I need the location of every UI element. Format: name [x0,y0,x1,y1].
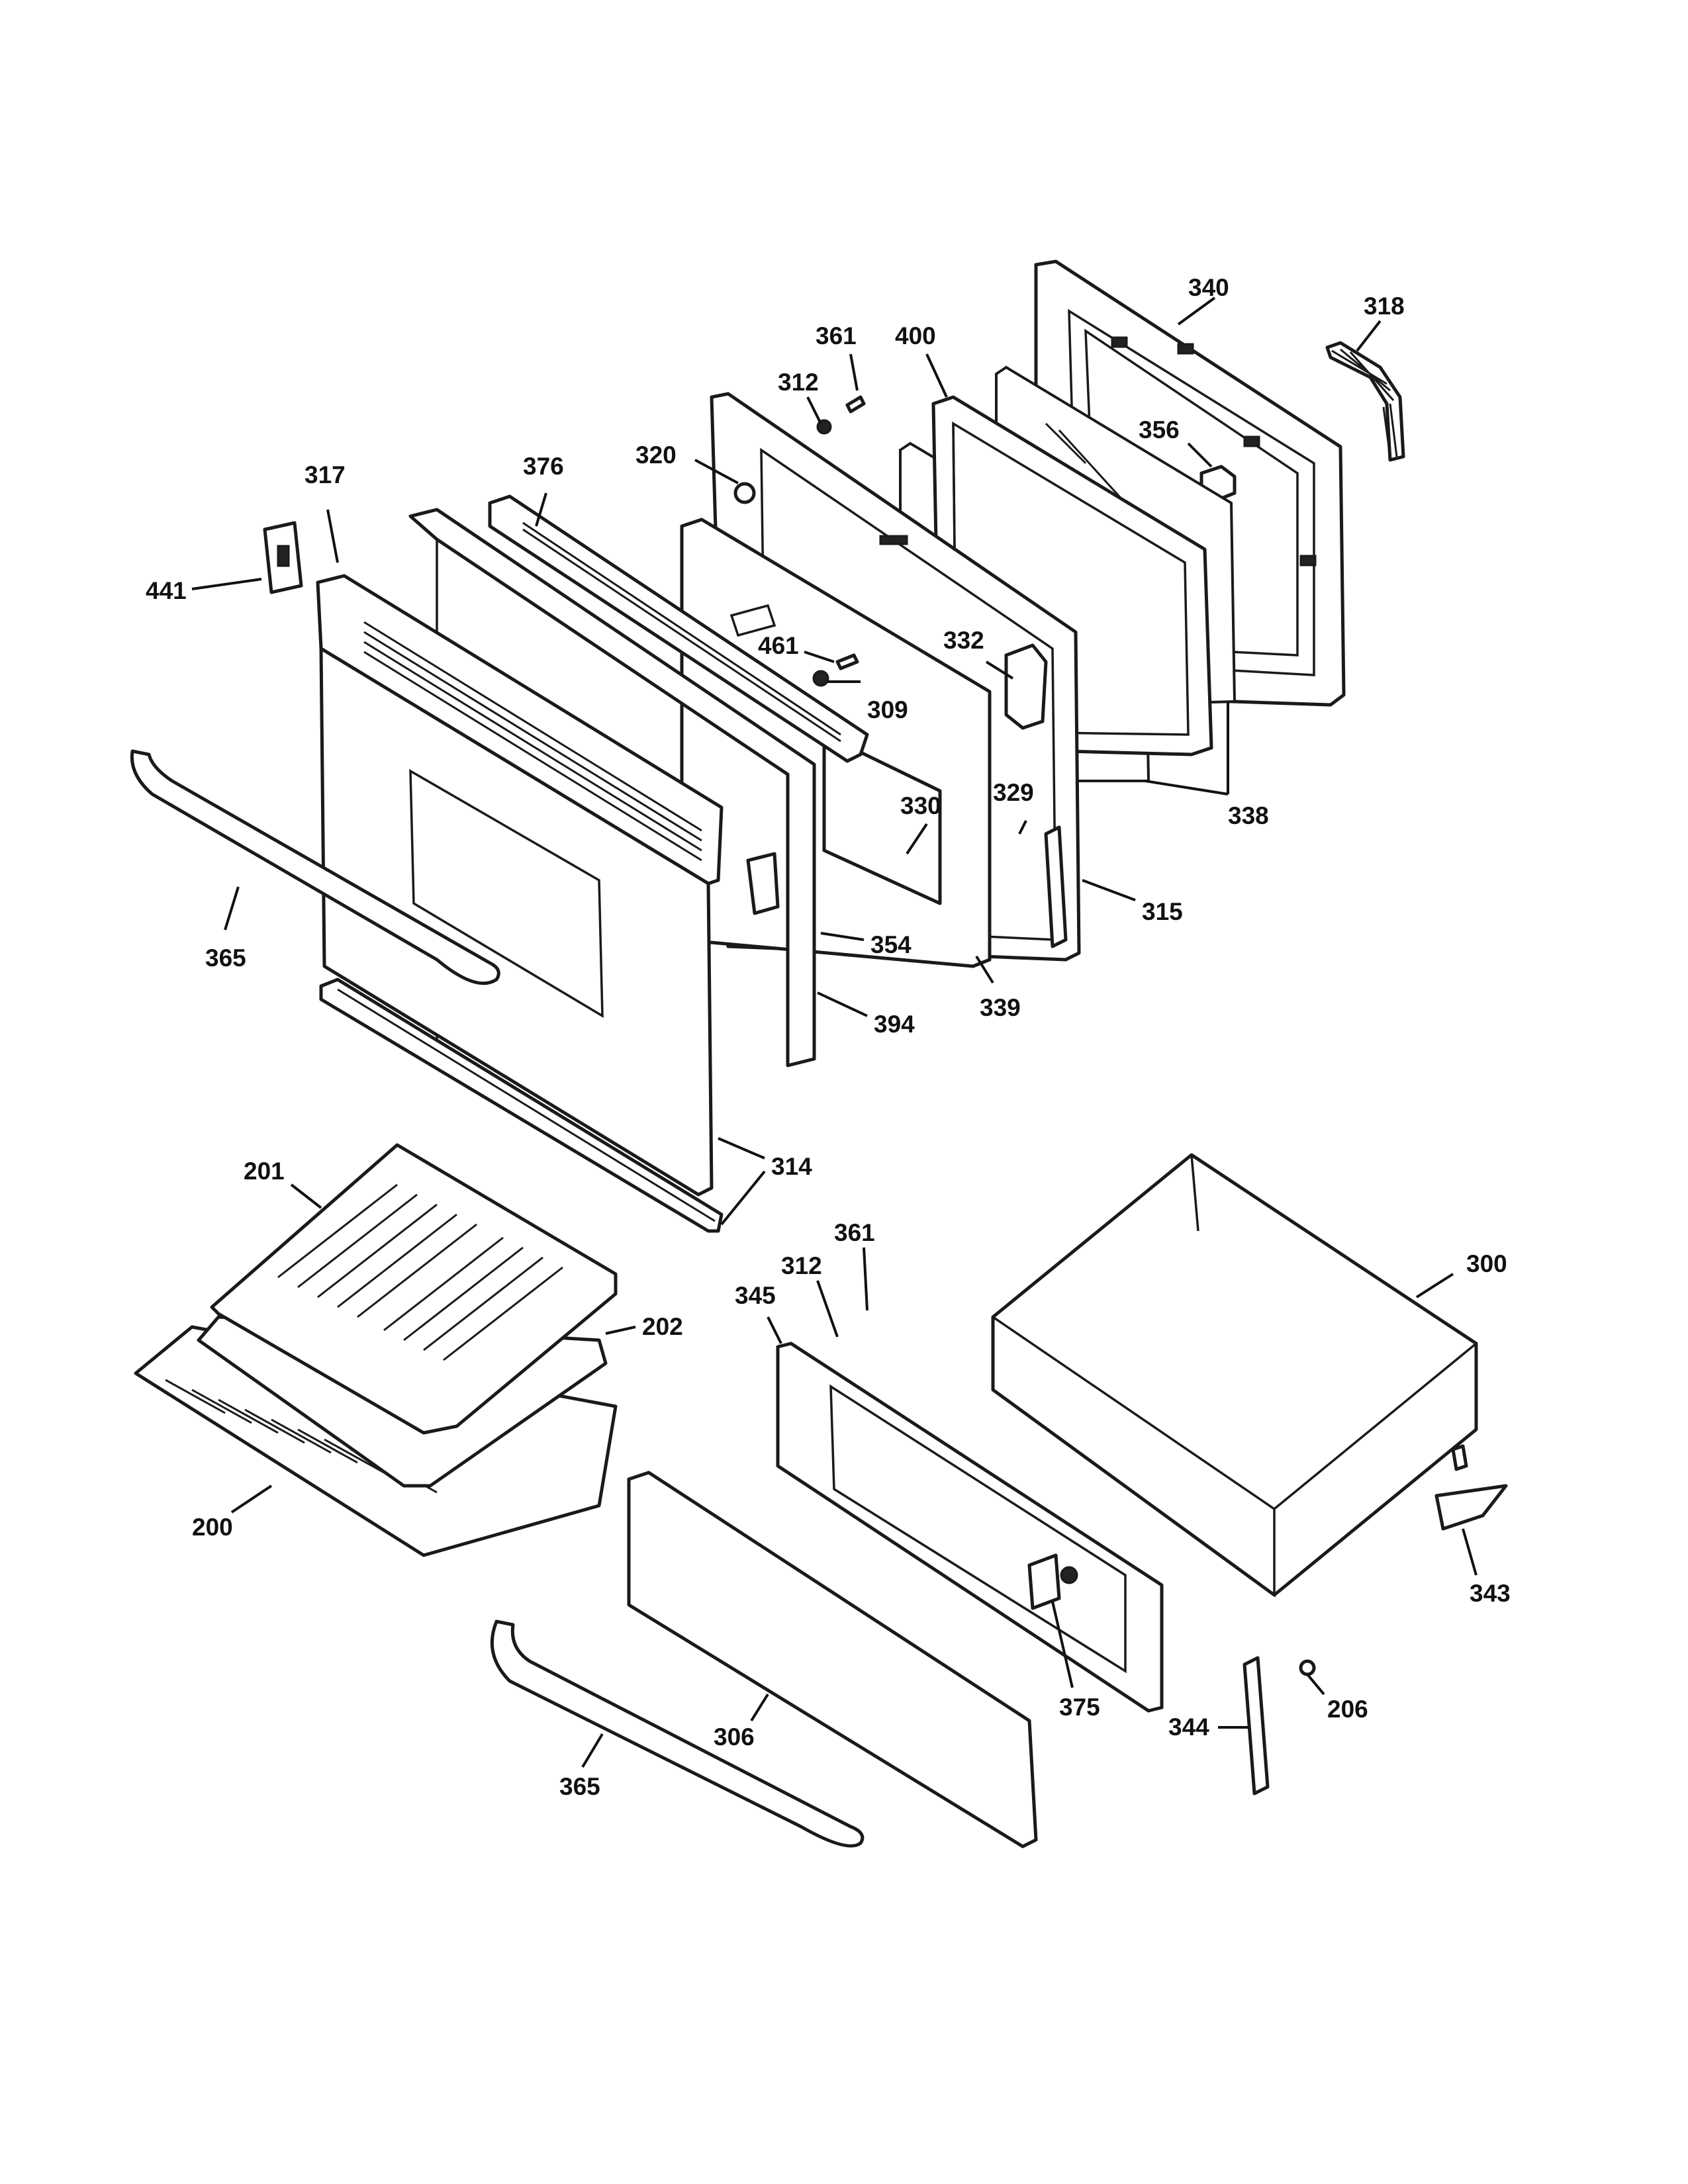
leader-201 [290,1183,322,1209]
callout-312: 312 [778,369,819,396]
callout-312: 312 [781,1252,822,1279]
leader-345 [767,1316,782,1344]
callout-339: 339 [980,994,1021,1021]
leader-206 [1306,1673,1325,1696]
part-306-drawer-panel [627,1471,1038,1848]
leader-340 [1177,296,1216,326]
leader-300 [1415,1273,1454,1298]
part-318-door-gasket [1325,341,1405,462]
callout-340: 340 [1188,274,1229,301]
callout-361: 361 [834,1219,875,1246]
part-365-door-handle [130,749,500,985]
callout-354: 354 [870,931,912,958]
callout-361: 361 [816,322,857,349]
part-375-drawer-bracket [1027,1553,1061,1610]
callout-441: 441 [146,577,187,604]
callout-206: 206 [1327,1696,1368,1723]
leader-365a [224,886,240,931]
callout-400: 400 [895,322,936,349]
callout-375: 375 [1059,1694,1100,1721]
leader-361a [849,353,859,391]
callout-314: 314 [771,1153,812,1180]
leader-200 [230,1484,273,1514]
callout-318: 318 [1364,293,1405,320]
leader-400 [925,353,948,398]
callout-330: 330 [900,792,941,819]
callout-394: 394 [874,1011,915,1038]
callout-332: 332 [943,627,984,654]
leader-lines [191,296,1477,1768]
callout-376: 376 [523,453,564,480]
callout-202: 202 [642,1313,683,1340]
callout-365: 365 [559,1773,600,1800]
leader-339 [975,955,994,984]
callout-356: 356 [1139,416,1180,443]
leader-461 [804,651,835,663]
leader-312a [806,396,822,424]
leader-441 [191,578,262,590]
leader-338 [1145,702,1229,796]
leader-375 [1051,1601,1074,1688]
leader-332 [985,660,1014,680]
callout-306: 306 [714,1723,755,1751]
callout-309: 309 [867,696,908,723]
leader-356 [1187,442,1213,468]
part-300-storage-drawer [991,1153,1478,1598]
leader-318 [1356,320,1382,352]
leader-361b [863,1247,868,1311]
part-317-door-front [316,574,724,1197]
callout-329: 329 [993,779,1034,806]
leader-376 [535,492,547,527]
part-201-broiler-grid [210,1143,618,1435]
callout-201: 201 [244,1158,285,1185]
leader-312b [816,1280,839,1338]
part-365-drawer-handle [490,1619,865,1848]
leader-329 [1018,820,1027,835]
part-345-drawer-front-frame [776,1342,1164,1713]
part-314-door-bottom-trim [319,978,724,1233]
leader-365b [581,1733,604,1768]
leader-202 [605,1326,636,1335]
part-441-door-switch [263,521,303,594]
callout-320: 320 [635,441,677,469]
part-344-drawer-rail [1243,1656,1270,1796]
callout-labels: 340 318 361 400 312 356 320 317 376 441 … [146,274,1511,1800]
part-376-vent-trim [488,494,869,763]
leader-320 [694,459,739,484]
callout-344: 344 [1168,1713,1209,1741]
leader-354 [820,932,865,941]
leader-314 [718,1137,766,1226]
callout-315: 315 [1142,898,1183,925]
callout-317: 317 [305,461,346,488]
leader-343 [1462,1528,1477,1576]
callout-365: 365 [205,944,246,972]
callout-345: 345 [735,1282,776,1309]
callout-200: 200 [192,1514,233,1541]
callout-343: 343 [1470,1580,1511,1607]
leader-394 [817,991,868,1017]
callout-461: 461 [758,632,799,659]
part-343-drawer-glide [1434,1444,1508,1531]
leader-315 [1082,879,1136,901]
callout-300: 300 [1466,1250,1507,1277]
part-206-screw [1299,1659,1316,1676]
leader-306 [750,1693,769,1722]
callout-338: 338 [1228,802,1269,829]
leader-330 [906,823,928,855]
leader-317 [326,509,339,563]
